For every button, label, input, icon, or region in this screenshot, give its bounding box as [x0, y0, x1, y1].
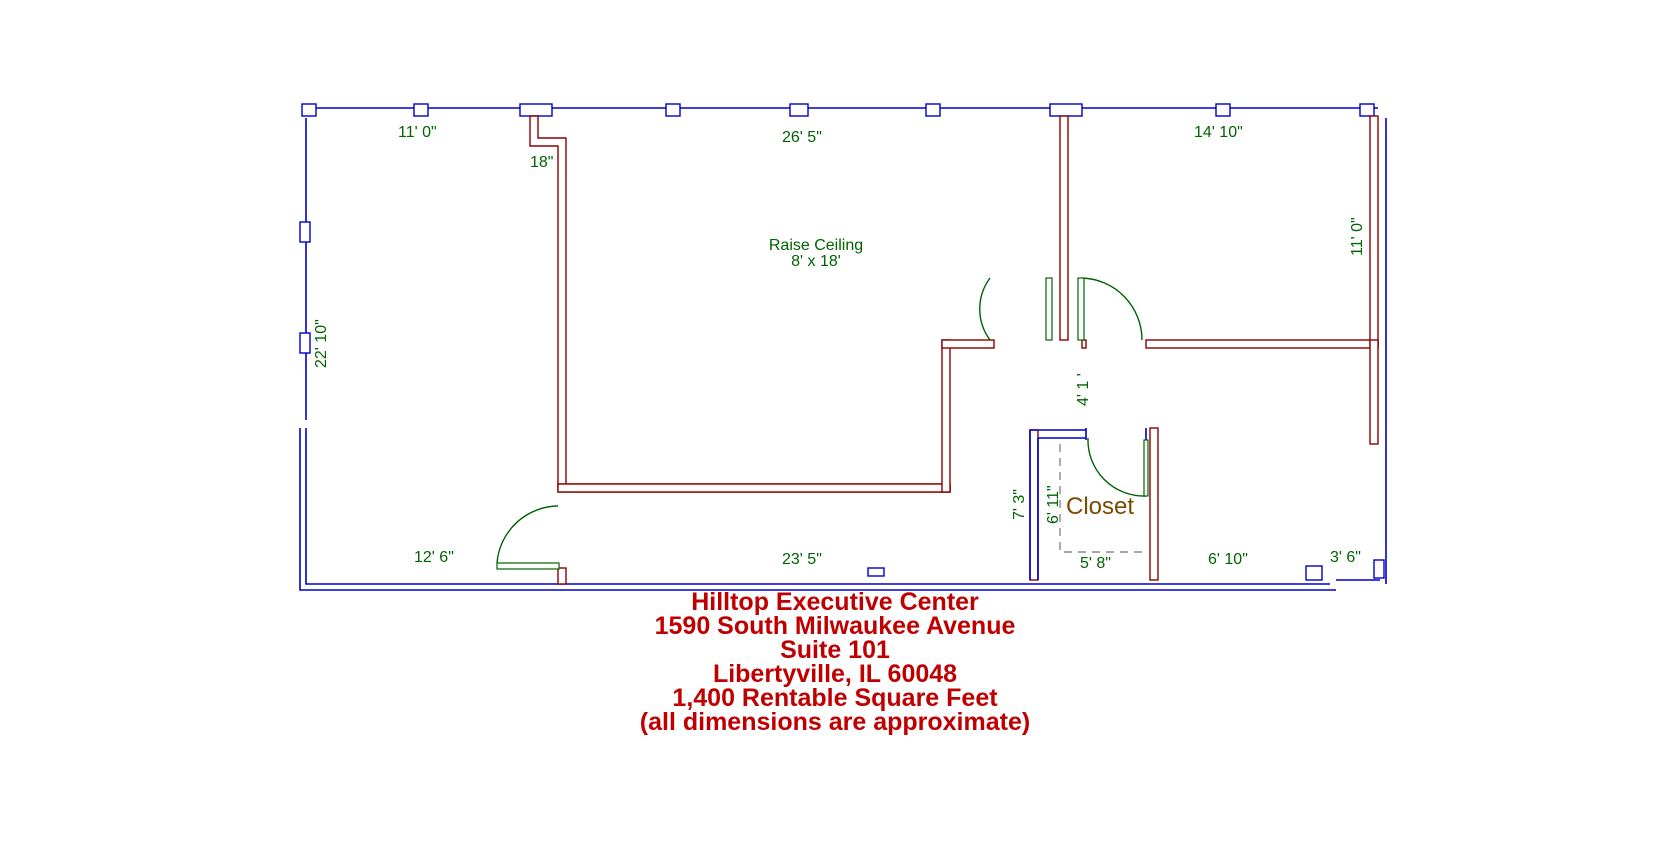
dim-closet-width: 5' 8": [1080, 555, 1111, 572]
caption-area: 1,400 Rentable Square Feet: [672, 684, 998, 712]
closet-label: Closet: [1066, 493, 1134, 520]
door-entry: [496, 505, 559, 564]
dim-bottom-far-right: 3' 6": [1330, 549, 1361, 566]
caption-note: (all dimensions are approximate): [639, 708, 1031, 736]
dim-left-side: 22' 10": [313, 319, 330, 368]
dim-bottom-right: 6' 10": [1208, 551, 1248, 568]
dim-right-side: 11' 0": [1349, 217, 1366, 256]
caption-address: 1590 South Milwaukee Avenue: [654, 612, 1016, 640]
dim-jog: 18": [530, 154, 553, 171]
property-caption: Hilltop Executive Center 1590 South Milw…: [0, 588, 1670, 736]
dim-bottom-center: 23' 5": [782, 551, 822, 568]
dimension-labels: 11' 0" 26' 5" 14' 10" 18" 22' 10" 11' 0"…: [313, 124, 1366, 572]
door-office-right: [1081, 277, 1143, 341]
window-marks: [299, 103, 1385, 581]
dim-bottom-left: 12' 6": [414, 549, 454, 566]
raise-ceiling-size: 8' x 18': [791, 253, 841, 270]
dim-top-right: 14' 10": [1194, 124, 1243, 141]
exterior-walls: [299, 107, 1387, 591]
dim-top-center: 26' 5": [782, 129, 822, 146]
dim-top-left: 11' 0": [398, 124, 437, 141]
dim-corridor: 4' 1 ': [1075, 373, 1092, 406]
closet-walls: [1029, 428, 1148, 580]
dim-closet-outer: 7' 3": [1011, 489, 1028, 520]
caption-suite: Suite 101: [780, 636, 890, 664]
doors: [496, 277, 1149, 570]
dim-closet-inner: 6' 11": [1045, 485, 1062, 524]
door-closet: [1087, 437, 1147, 497]
caption-city: Libertyville, IL 60048: [712, 660, 958, 688]
room-labels: Raise Ceiling 8' x 18' Closet: [769, 237, 1134, 520]
interior-walls: [529, 115, 1379, 585]
door-office-left: [979, 277, 991, 341]
caption-building: Hilltop Executive Center: [691, 588, 979, 616]
raise-ceiling-title: Raise Ceiling: [769, 237, 863, 254]
